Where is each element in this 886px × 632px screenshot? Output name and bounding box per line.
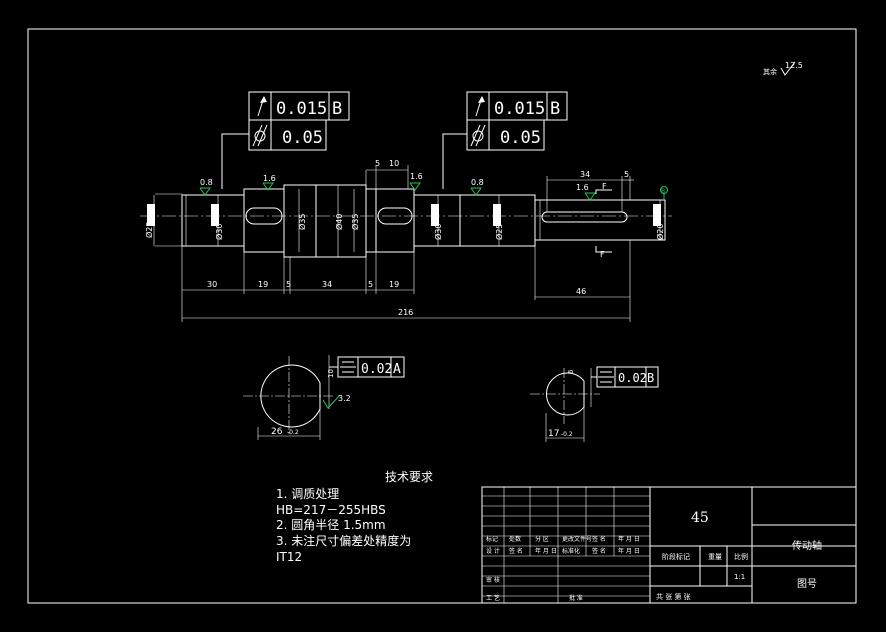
svg-text:B: B (332, 99, 342, 119)
svg-text:34: 34 (322, 280, 332, 289)
svg-text:签 名: 签 名 (592, 535, 606, 543)
svg-text:更改文件号: 更改文件号 (562, 535, 592, 543)
svg-text:设 计: 设 计 (486, 547, 500, 555)
svg-text:0.8: 0.8 (200, 178, 213, 187)
svg-text:5: 5 (375, 159, 380, 168)
svg-text:5: 5 (624, 170, 629, 179)
diameter-dims: Ø25 Ø30 Ø35 Ø40 Ø35 Ø30 Ø25 Ø20 (144, 185, 665, 257)
svg-text:5: 5 (286, 280, 291, 289)
part-name: 传动轴 (792, 539, 822, 552)
section-b: 17 -0.2 6 0.02 B (530, 366, 659, 442)
svg-text:B: B (661, 188, 665, 195)
cylindricity-icon (470, 124, 486, 147)
svg-text:标准化: 标准化 (562, 547, 580, 555)
section-markers: F F (595, 182, 612, 259)
svg-text:Ø40: Ø40 (334, 214, 344, 230)
svg-text:Ø25: Ø25 (494, 224, 504, 240)
gdt-frame-left: 0.015 B 0.05 (221, 91, 350, 189)
svg-text:签 名: 签 名 (509, 547, 523, 555)
svg-text:46: 46 (576, 287, 586, 296)
svg-text:0.05: 0.05 (282, 128, 323, 148)
svg-text:1.6: 1.6 (263, 174, 276, 183)
svg-text:6: 6 (567, 369, 575, 374)
svg-text:2. 圆角半径 1.5mm: 2. 圆角半径 1.5mm (276, 518, 386, 532)
svg-text:Ø35: Ø35 (297, 214, 307, 230)
title-block: 标记 处数 分 区 更改文件号 签 名 年 月 日 设 计 签 名 年 月 日 … (481, 486, 857, 604)
svg-text:共 张 第 张: 共 张 第 张 (656, 592, 691, 601)
svg-text:0.015: 0.015 (494, 99, 545, 119)
technical-requirements: 技术要求 1. 调质处理 HB=217－255HBS 2. 圆角半径 1.5mm… (276, 470, 433, 564)
svg-text:年 月 日: 年 月 日 (618, 547, 640, 555)
cylindricity-icon (252, 124, 268, 147)
svg-text:F: F (602, 182, 607, 191)
svg-text:处数: 处数 (509, 535, 521, 543)
svg-text:其余: 其余 (763, 67, 777, 76)
svg-text:阶段标记: 阶段标记 (662, 552, 690, 561)
svg-text:5: 5 (368, 280, 373, 289)
symmetry-icon (598, 371, 614, 383)
svg-text:分 区: 分 区 (535, 535, 549, 543)
drawing-frame (27, 28, 857, 604)
runout-icon (475, 96, 485, 117)
svg-text:3. 未注尺寸偏差处精度为: 3. 未注尺寸偏差处精度为 (276, 533, 411, 548)
svg-text:1:1: 1:1 (734, 573, 745, 581)
shaft-roughness: 0.8 1.6 1.6 0.8 1.6 B (199, 172, 668, 201)
svg-text:年 月 日: 年 月 日 (535, 547, 557, 555)
svg-text:A: A (393, 362, 401, 377)
svg-text:标记: 标记 (486, 535, 498, 543)
svg-text:批 准: 批 准 (569, 594, 583, 602)
svg-text:比例: 比例 (734, 552, 748, 561)
svg-text:-0.2: -0.2 (561, 431, 573, 438)
svg-text:10: 10 (327, 369, 335, 378)
material: 45 (691, 510, 709, 526)
corner-roughness: 其余 12.5 (763, 61, 803, 76)
section-a: 26 -0.2 10 3.2 0.02 A (243, 355, 405, 440)
svg-text:签 名: 签 名 (592, 547, 606, 555)
svg-text:Ø20: Ø20 (655, 224, 665, 240)
svg-text:HB=217－255HBS: HB=217－255HBS (276, 503, 386, 517)
svg-text:Ø35: Ø35 (350, 214, 360, 230)
svg-text:Ø25: Ø25 (144, 222, 154, 238)
runout-icon (257, 96, 267, 117)
svg-text:Ø30: Ø30 (214, 224, 224, 240)
svg-text:1. 调质处理: 1. 调质处理 (276, 487, 339, 501)
svg-text:审 核: 审 核 (486, 576, 500, 584)
svg-text:10: 10 (389, 159, 399, 168)
symmetry-icon (340, 361, 356, 373)
svg-text:B: B (550, 99, 560, 119)
svg-text:216: 216 (398, 308, 413, 317)
svg-text:30: 30 (207, 280, 217, 289)
gdt-frame-right: 0.015 B 0.05 (442, 91, 568, 189)
bottom-dims: 30 19 5 34 5 19 46 216 (181, 240, 631, 322)
svg-text:IT12: IT12 (276, 550, 302, 564)
svg-text:Ø30: Ø30 (433, 224, 443, 240)
svg-text:0.02: 0.02 (361, 362, 392, 377)
drawing-number: 图号 (797, 578, 817, 590)
svg-text:工 艺: 工 艺 (486, 594, 500, 602)
svg-text:1.6: 1.6 (576, 183, 589, 192)
svg-text:19: 19 (258, 280, 268, 289)
svg-text:年 月 日: 年 月 日 (618, 535, 640, 543)
svg-text:12.5: 12.5 (785, 61, 803, 70)
svg-text:重量: 重量 (708, 553, 722, 561)
svg-text:3.2: 3.2 (338, 394, 351, 403)
svg-text:34: 34 (580, 170, 590, 179)
svg-text:B: B (647, 371, 654, 385)
svg-text:-0.2: -0.2 (287, 429, 299, 436)
shaft-outline (140, 184, 672, 258)
svg-text:17: 17 (548, 429, 559, 439)
svg-text:1.6: 1.6 (410, 172, 423, 181)
top-dims: 5 10 34 5 (365, 159, 634, 212)
svg-text:26: 26 (271, 427, 283, 437)
tech-title: 技术要求 (385, 470, 433, 484)
svg-text:0.05: 0.05 (500, 128, 541, 148)
svg-text:0.8: 0.8 (471, 178, 484, 187)
svg-text:0.015: 0.015 (276, 99, 327, 119)
svg-text:F: F (600, 250, 605, 259)
svg-text:0.02: 0.02 (618, 371, 647, 385)
svg-text:19: 19 (389, 280, 399, 289)
